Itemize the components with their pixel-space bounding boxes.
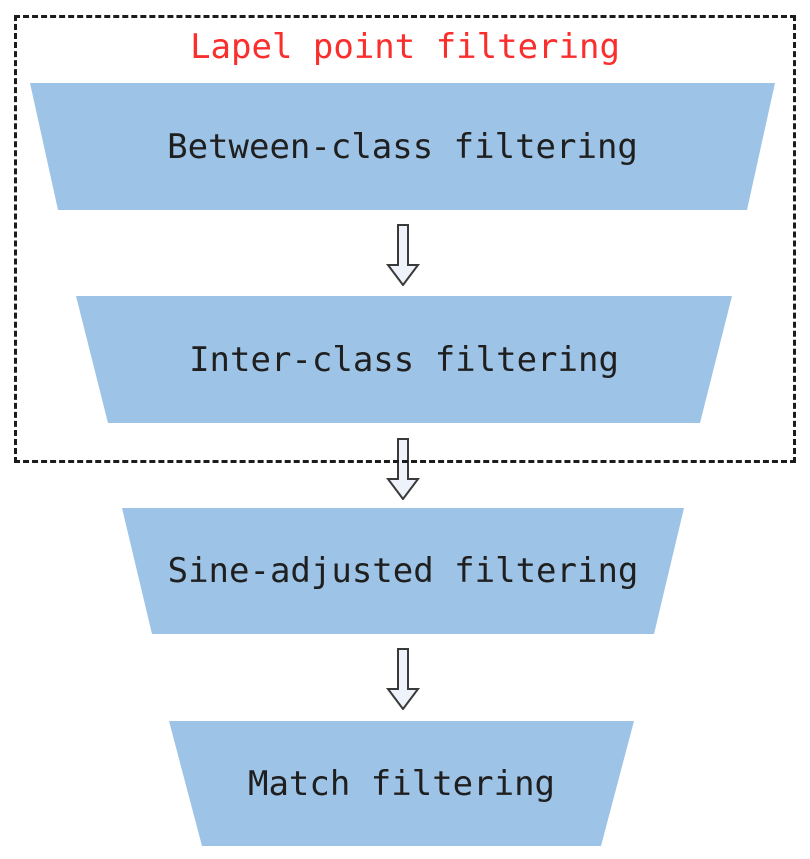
group-title: Lapel point filtering bbox=[190, 27, 620, 67]
step-sine-adjusted-filtering: Sine-adjusted filtering bbox=[122, 508, 684, 634]
step-label: Sine-adjusted filtering bbox=[167, 551, 639, 591]
step-inter-class-filtering: Inter-class filtering bbox=[76, 296, 732, 423]
step-match-filtering: Match filtering bbox=[169, 721, 634, 846]
down-arrow-shape bbox=[386, 224, 420, 286]
step-label: Inter-class filtering bbox=[189, 339, 619, 380]
down-arrow-shape bbox=[386, 648, 420, 710]
down-arrow-icon bbox=[386, 438, 420, 500]
down-arrow-shape bbox=[386, 438, 420, 500]
step-label: Between-class filtering bbox=[167, 126, 638, 167]
down-arrow-icon bbox=[386, 648, 420, 710]
down-arrow-icon bbox=[386, 224, 420, 286]
step-between-class-filtering: Between-class filtering bbox=[30, 83, 775, 210]
step-label: Match filtering bbox=[247, 763, 556, 804]
